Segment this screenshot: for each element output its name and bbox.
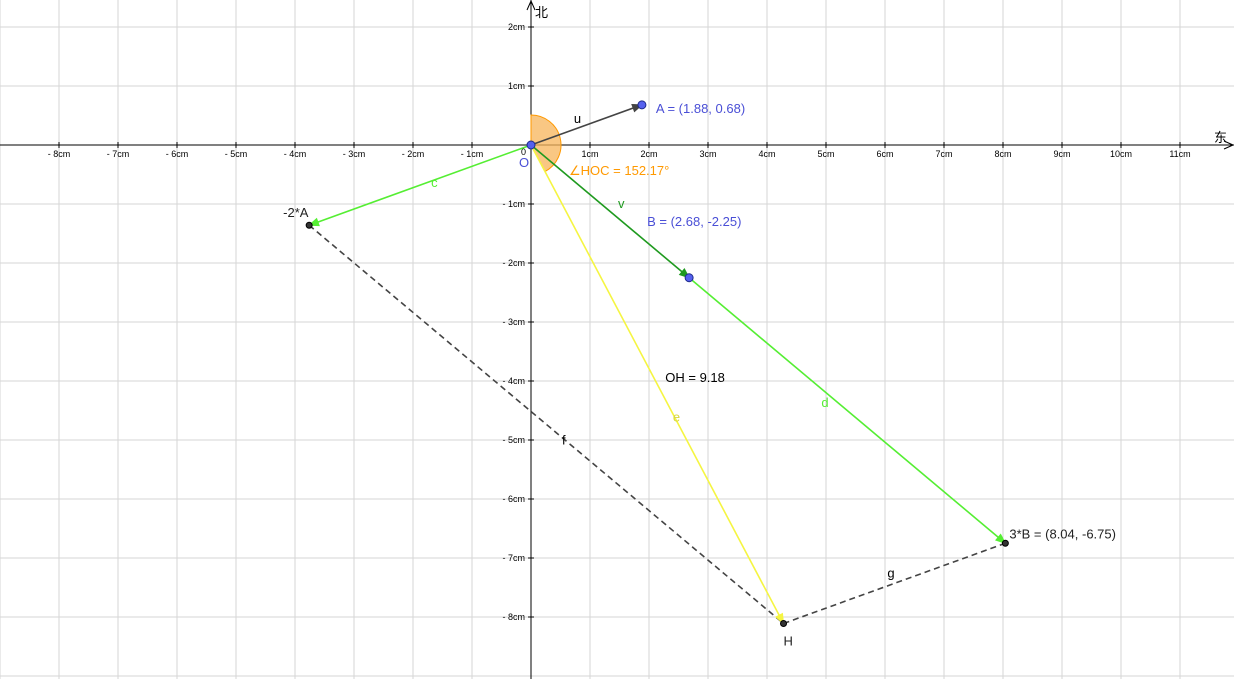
vector-d[interactable] xyxy=(688,277,1006,544)
x-tick-label: 3cm xyxy=(699,149,716,159)
y-tick-label: 2cm xyxy=(508,22,525,32)
vector-e[interactable] xyxy=(530,144,785,624)
y-tick-label: - 5cm xyxy=(503,435,526,445)
origin-tick-label: 0 xyxy=(521,147,526,157)
x-tick-label: 6cm xyxy=(876,149,893,159)
x-tick-label: 10cm xyxy=(1110,149,1132,159)
label-u: u xyxy=(574,111,581,126)
point-B3[interactable] xyxy=(1001,539,1009,547)
shapes xyxy=(305,100,1009,627)
x-tick-label: 11cm xyxy=(1169,149,1190,159)
label-c: c xyxy=(431,175,438,190)
y-axis-name: 北 xyxy=(535,6,548,21)
y-axis-arrow xyxy=(526,0,536,11)
x-tick-label: - 5cm xyxy=(225,149,248,159)
x-tick-label: - 8cm xyxy=(48,149,71,159)
point-label-A: A = (1.88, 0.68) xyxy=(656,101,745,116)
label-d: d xyxy=(821,395,828,410)
x-tick-label: - 4cm xyxy=(284,149,307,159)
point-A[interactable] xyxy=(637,100,647,110)
y-tick-label: - 6cm xyxy=(503,494,526,504)
x-tick-label: - 1cm xyxy=(461,149,484,159)
point-label-B: B = (2.68, -2.25) xyxy=(647,214,741,229)
point-O[interactable] xyxy=(526,140,536,150)
label-e: e xyxy=(673,410,680,425)
point-label-m2A: -2*A xyxy=(283,205,309,220)
label-f: f xyxy=(562,432,566,447)
x-tick-label: 7cm xyxy=(935,149,952,159)
vector-u[interactable] xyxy=(530,104,643,146)
y-tick-label: - 2cm xyxy=(503,258,526,268)
point-m2A[interactable] xyxy=(305,221,313,229)
x-tick-label: 2cm xyxy=(640,149,657,159)
label-v: v xyxy=(618,196,625,211)
y-tick-label: - 3cm xyxy=(503,317,526,327)
x-axis-name: 东 xyxy=(1214,131,1227,146)
labels: 东 北 0 - 8cm - 7cm - 6cm - 5cm - 4cm - 3cm - 2cm - … xyxy=(48,6,1227,648)
x-tick-label: - 6cm xyxy=(166,149,189,159)
label-g: g xyxy=(887,565,894,580)
x-tick-label: - 3cm xyxy=(343,149,366,159)
segment-g[interactable] xyxy=(783,542,1006,625)
x-tick-label: 5cm xyxy=(817,149,834,159)
vector-c[interactable] xyxy=(308,144,532,226)
y-tick-label: 1cm xyxy=(508,81,525,91)
y-tick-label: - 1cm xyxy=(503,199,526,209)
y-tick-label: - 7cm xyxy=(503,553,526,563)
point-B[interactable] xyxy=(684,273,694,283)
x-tick-label: 8cm xyxy=(994,149,1011,159)
x-tick-label: - 7cm xyxy=(107,149,130,159)
point-label-O: O xyxy=(519,155,529,170)
segment-f[interactable] xyxy=(308,224,785,625)
x-axis-arrow xyxy=(1223,140,1234,150)
angle-label: ∠HOC = 152.17° xyxy=(569,163,669,178)
vector-v[interactable] xyxy=(530,144,690,279)
angle-hoc-sector[interactable] xyxy=(530,114,562,173)
y-tick-label: - 8cm xyxy=(503,612,526,622)
y-tick-label: - 4cm xyxy=(503,376,526,386)
x-tick-label: 9cm xyxy=(1053,149,1070,159)
point-label-H: H xyxy=(784,633,793,648)
point-H[interactable] xyxy=(780,619,788,627)
x-tick-label: - 2cm xyxy=(402,149,425,159)
measure-oh-label: OH = 9.18 xyxy=(665,370,725,385)
x-tick-label: 1cm xyxy=(581,149,598,159)
x-tick-label: 4cm xyxy=(758,149,775,159)
point-label-B3: 3*B = (8.04, -6.75) xyxy=(1009,526,1116,541)
